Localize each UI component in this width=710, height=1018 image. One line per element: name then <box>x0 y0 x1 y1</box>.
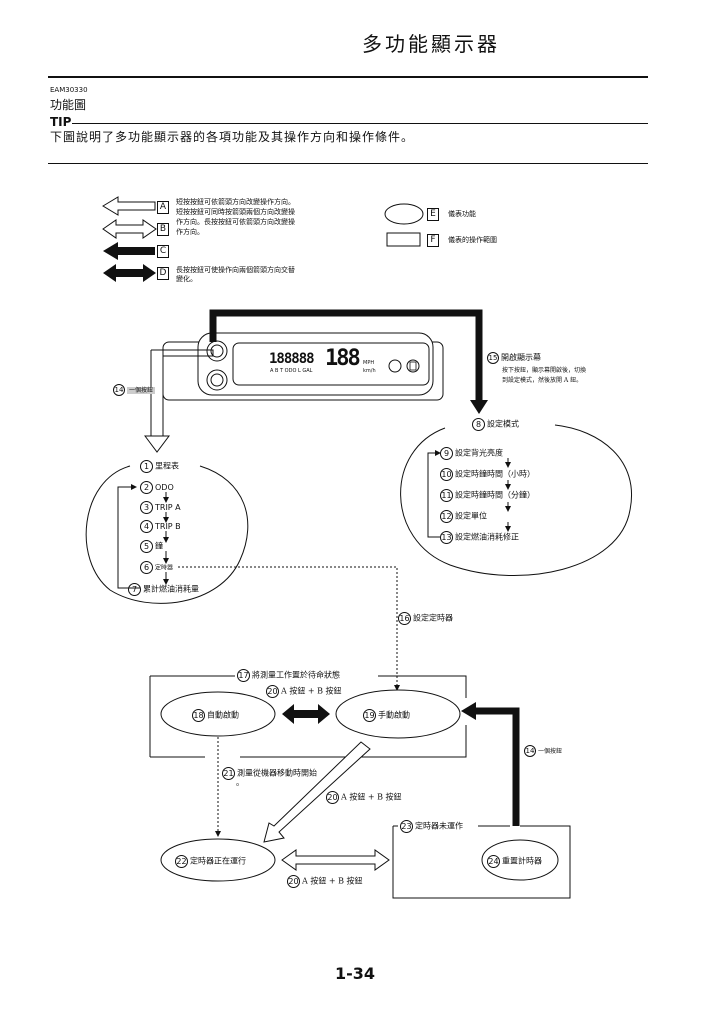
standby-frame <box>149 675 467 757</box>
legend-letter-b: B <box>157 223 169 236</box>
manual-start-ellipse <box>335 689 461 739</box>
legend-rect-icon <box>386 232 421 247</box>
tip-label: TIP <box>50 115 72 129</box>
auto-manual-double-arrow-icon <box>282 704 330 724</box>
legend-a-text: 短按按鈕可依箭頭方向改變操作方向。 <box>176 198 295 206</box>
meter-screen <box>232 342 430 386</box>
legend-d-text: 長按按鈕可使操作向兩個箭頭方向交替 <box>176 266 295 274</box>
meter-indicator-icon <box>388 359 402 373</box>
legend-letter-f: F <box>427 234 439 247</box>
legend-arrow-d-icon <box>103 264 156 282</box>
display-unit-kmh: km/h <box>363 368 376 374</box>
legend-arrow-b-icon <box>102 219 157 239</box>
legend-d-text2: 變化。 <box>176 275 197 283</box>
legend-letter-d: D <box>157 267 169 280</box>
auto-start-ellipse <box>160 691 276 737</box>
callout-15-line3: 到設定模式，然後放開 A 鈕。 <box>502 377 583 384</box>
legend-b-text: 作方向。 <box>176 228 204 236</box>
running-stopped-double-arrow-icon <box>281 849 390 871</box>
header-rule <box>48 76 648 78</box>
reset-timer-ellipse <box>481 839 559 881</box>
legend-e-text: 儀表功能 <box>448 210 476 218</box>
legend-a-text3: 作方向。長按按鈕可依箭頭方向改變操 <box>176 218 295 226</box>
page-number: 1-34 <box>334 964 376 983</box>
tip-rule <box>72 123 648 124</box>
setting-group-ellipse <box>400 424 632 576</box>
callout-21-end: 。 <box>236 778 244 787</box>
tip-text: 下圖說明了多功能顯示器的各項功能及其操作方向和操作條件。 <box>50 130 415 144</box>
display-digits: 188888 <box>269 351 315 367</box>
display-unit-mph: MPH <box>363 360 375 366</box>
legend-a-text2: 短按按鈕可同時按箭頭兩個方向改變操 <box>176 208 295 216</box>
tip-end-rule <box>48 163 648 164</box>
legend-arrow-a-icon <box>102 196 156 216</box>
odometer-group-ellipse <box>85 465 249 604</box>
legend-letter-a: A <box>157 201 169 214</box>
legend-ellipse-icon <box>384 203 424 225</box>
section-code: EAM30330 <box>50 86 88 94</box>
timer-stopped-frame <box>392 825 571 899</box>
display-speed: 188 <box>325 346 361 371</box>
legend-f-text: 儀表的操作範圍 <box>448 236 497 244</box>
timer-running-ellipse <box>160 838 276 882</box>
legend-arrow-c-icon <box>103 242 155 260</box>
legend-letter-c: C <box>157 245 169 258</box>
display-modes: A B T ODO L GAL <box>270 368 313 374</box>
callout-15-line2: 按下按鈕，顯示幕開啟後，切換 <box>502 367 587 374</box>
page-header-title: 多功能顯示器 <box>362 32 500 56</box>
section-subtitle: 功能圖 <box>50 98 87 112</box>
legend-letter-e: E <box>427 208 439 221</box>
